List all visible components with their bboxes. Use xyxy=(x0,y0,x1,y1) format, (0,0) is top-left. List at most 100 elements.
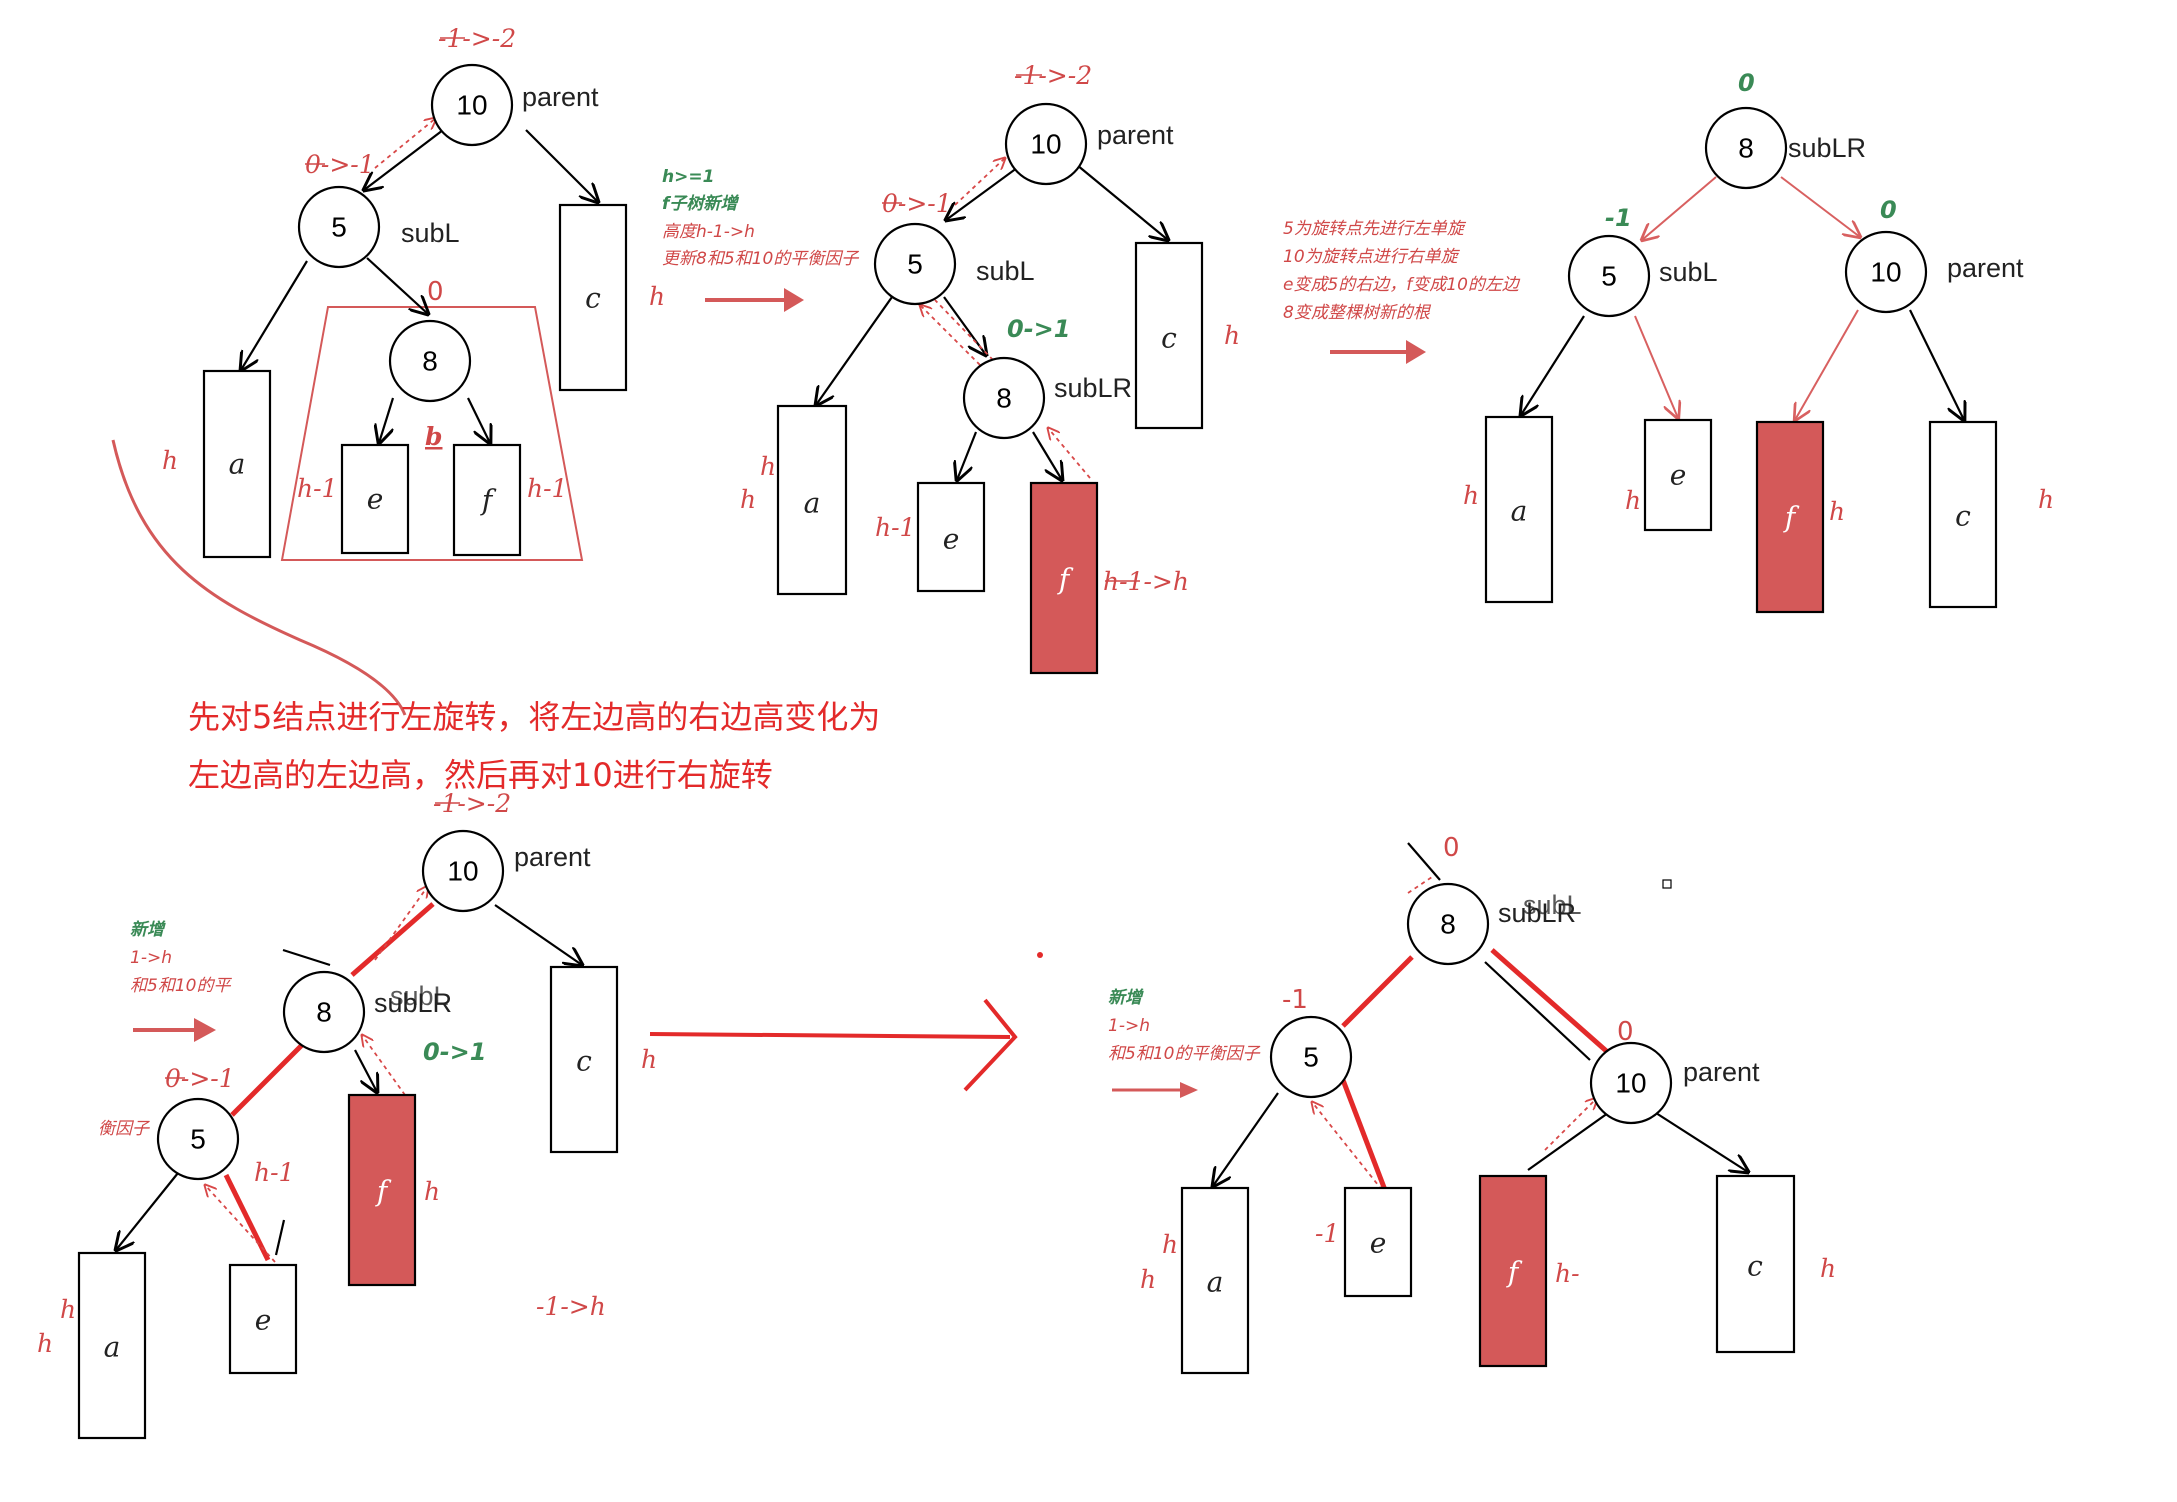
edge-8-to-f xyxy=(354,1049,377,1092)
label-parent: parent xyxy=(522,82,599,112)
bf-5-annotation: -1 xyxy=(1605,204,1632,232)
transition-arrow-3 xyxy=(649,952,1043,1092)
height-c: h xyxy=(649,282,665,311)
subtree-e xyxy=(1643,418,1713,532)
edge-10-to-c xyxy=(525,129,598,202)
note-update-bf: 更新8和5和10的平衡因子 xyxy=(662,249,859,269)
label-subLR: subLR xyxy=(1498,898,1576,928)
edge-8-to-f xyxy=(1032,431,1062,480)
node-5 xyxy=(1567,234,1651,318)
note-partial-update: 和5和10的平 xyxy=(130,976,232,996)
height-e: h-1 xyxy=(297,474,337,503)
panel-final-tree: 8 subLR 5 subL 10 parent a e f c 0 -1 0 … xyxy=(1463,69,2054,614)
node-8-value: 8 xyxy=(422,346,438,377)
subtree-f xyxy=(452,443,522,557)
node-5 xyxy=(156,1097,240,1181)
subtree-c xyxy=(1715,1174,1796,1354)
subtree-c-label: c xyxy=(576,1045,592,1078)
node-10-value: 10 xyxy=(447,856,478,887)
height-e: h xyxy=(1625,486,1641,515)
subtree-a-label: a xyxy=(229,448,246,481)
subtree-e xyxy=(340,443,410,555)
dashed-update-arrow xyxy=(362,1035,406,1096)
subtree-c-label: c xyxy=(1747,1250,1763,1283)
subtree-e-label: e xyxy=(255,1304,272,1337)
label-subL: subL xyxy=(1659,257,1718,287)
edge-10-to-c xyxy=(1076,164,1168,240)
subtree-c xyxy=(549,965,619,1154)
subtree-c-label: c xyxy=(1161,322,1177,355)
height-a-2: h xyxy=(1140,1265,1156,1294)
edge-10-to-c xyxy=(1909,309,1964,420)
dashed-mark xyxy=(1407,874,1436,894)
label-subL: subL xyxy=(976,256,1035,286)
subtree-e-label: e xyxy=(1370,1227,1387,1260)
node-8 xyxy=(388,319,472,403)
edge-8-to-5 xyxy=(1642,176,1717,240)
label-subL-overlap: subL xyxy=(390,981,449,1011)
subtree-a xyxy=(1484,415,1554,604)
note-step4: 8变成整棵树新的根 xyxy=(1283,303,1432,323)
label-parent: parent xyxy=(1683,1057,1760,1087)
edge-10-to-c xyxy=(494,904,582,965)
label-parent: parent xyxy=(1097,120,1174,150)
height-c: h xyxy=(2038,485,2054,514)
panel-after-insert: 10 parent 5 subL 8 subLR a c e f -1->-2 … xyxy=(740,61,1240,675)
note-line-1: 先对5结点进行左旋转，将左边高的右边高变化为 xyxy=(188,698,880,736)
edge-5-to-e xyxy=(1634,315,1678,418)
subtree-highlight-trapezoid xyxy=(280,306,584,561)
node-10 xyxy=(1844,230,1928,314)
panel-right-rotation: 8 subLR subL 5 10 parent a e f c 0 -1 0 … xyxy=(1108,833,1836,1375)
note-partial-new: 新增 xyxy=(130,920,166,940)
node-5-value: 5 xyxy=(1303,1042,1319,1073)
height-change: -1->h xyxy=(536,1292,606,1321)
dashed-update-arrow xyxy=(374,118,436,169)
small-square-mark xyxy=(1662,879,1672,889)
edge-8-to-f xyxy=(467,397,490,443)
dashed-update-arrow xyxy=(1048,428,1091,479)
bf-root-annotation: 0 xyxy=(1443,833,1460,863)
subtree-a-label: a xyxy=(804,487,821,520)
height-e: -1 xyxy=(1315,1219,1339,1248)
dashed-update-arrow xyxy=(205,1185,276,1263)
edge-5-to-8 xyxy=(366,257,428,314)
edge-10-to-5 xyxy=(946,164,1022,220)
height-a: h xyxy=(1463,481,1479,510)
node-5-value: 5 xyxy=(190,1124,206,1155)
sketch-mark xyxy=(274,1219,286,1256)
dashed-update-arrow xyxy=(934,299,994,361)
subtree-e-label: e xyxy=(1670,459,1687,492)
bf-subLR-annotation: 0 xyxy=(427,277,444,307)
node-8-value: 8 xyxy=(316,997,332,1028)
node-10 xyxy=(1589,1041,1673,1125)
label-subLR: subLR xyxy=(1788,133,1866,163)
node-8-value: 8 xyxy=(996,383,1012,414)
note-height-update: 高度h-1->h xyxy=(662,222,755,242)
height-f: h- xyxy=(1555,1259,1580,1288)
edge-5-to-e xyxy=(1340,1079,1388,1191)
node-8 xyxy=(282,970,366,1054)
height-a: h xyxy=(60,1295,76,1324)
dashed-update-arrow xyxy=(1544,1098,1597,1151)
note-partial-update: 和5和10的平衡因子 xyxy=(1108,1044,1260,1064)
height-e: h-1 xyxy=(875,513,915,542)
connector-curve xyxy=(111,439,407,716)
transition-arrow-2: 5为旋转点先进行左单旋 10为旋转点进行右单旋 e变成5的右边，f变成10的左边… xyxy=(1283,219,1521,364)
transition-arrow-1: h>=1 f子树新增 高度h-1->h 更新8和5和10的平衡因子 xyxy=(662,167,859,312)
subtree-c xyxy=(1928,420,1998,609)
height-a-2: h xyxy=(37,1329,53,1358)
node-10-value: 10 xyxy=(1870,257,1901,288)
subtree-a xyxy=(77,1251,147,1440)
dashed-update-arrow xyxy=(920,305,981,366)
node-8-root xyxy=(1704,106,1788,190)
edge-5-to-e xyxy=(223,1173,271,1262)
bf-10-annotation: 0 xyxy=(1617,1017,1634,1047)
subtree-f xyxy=(1755,420,1825,614)
subtree-e xyxy=(1343,1186,1413,1298)
node-5 xyxy=(297,185,381,269)
subtree-f xyxy=(347,1093,417,1287)
label-subL-overlap: subL xyxy=(1523,890,1582,920)
node-10 xyxy=(421,829,505,913)
label-b: b xyxy=(425,422,442,451)
